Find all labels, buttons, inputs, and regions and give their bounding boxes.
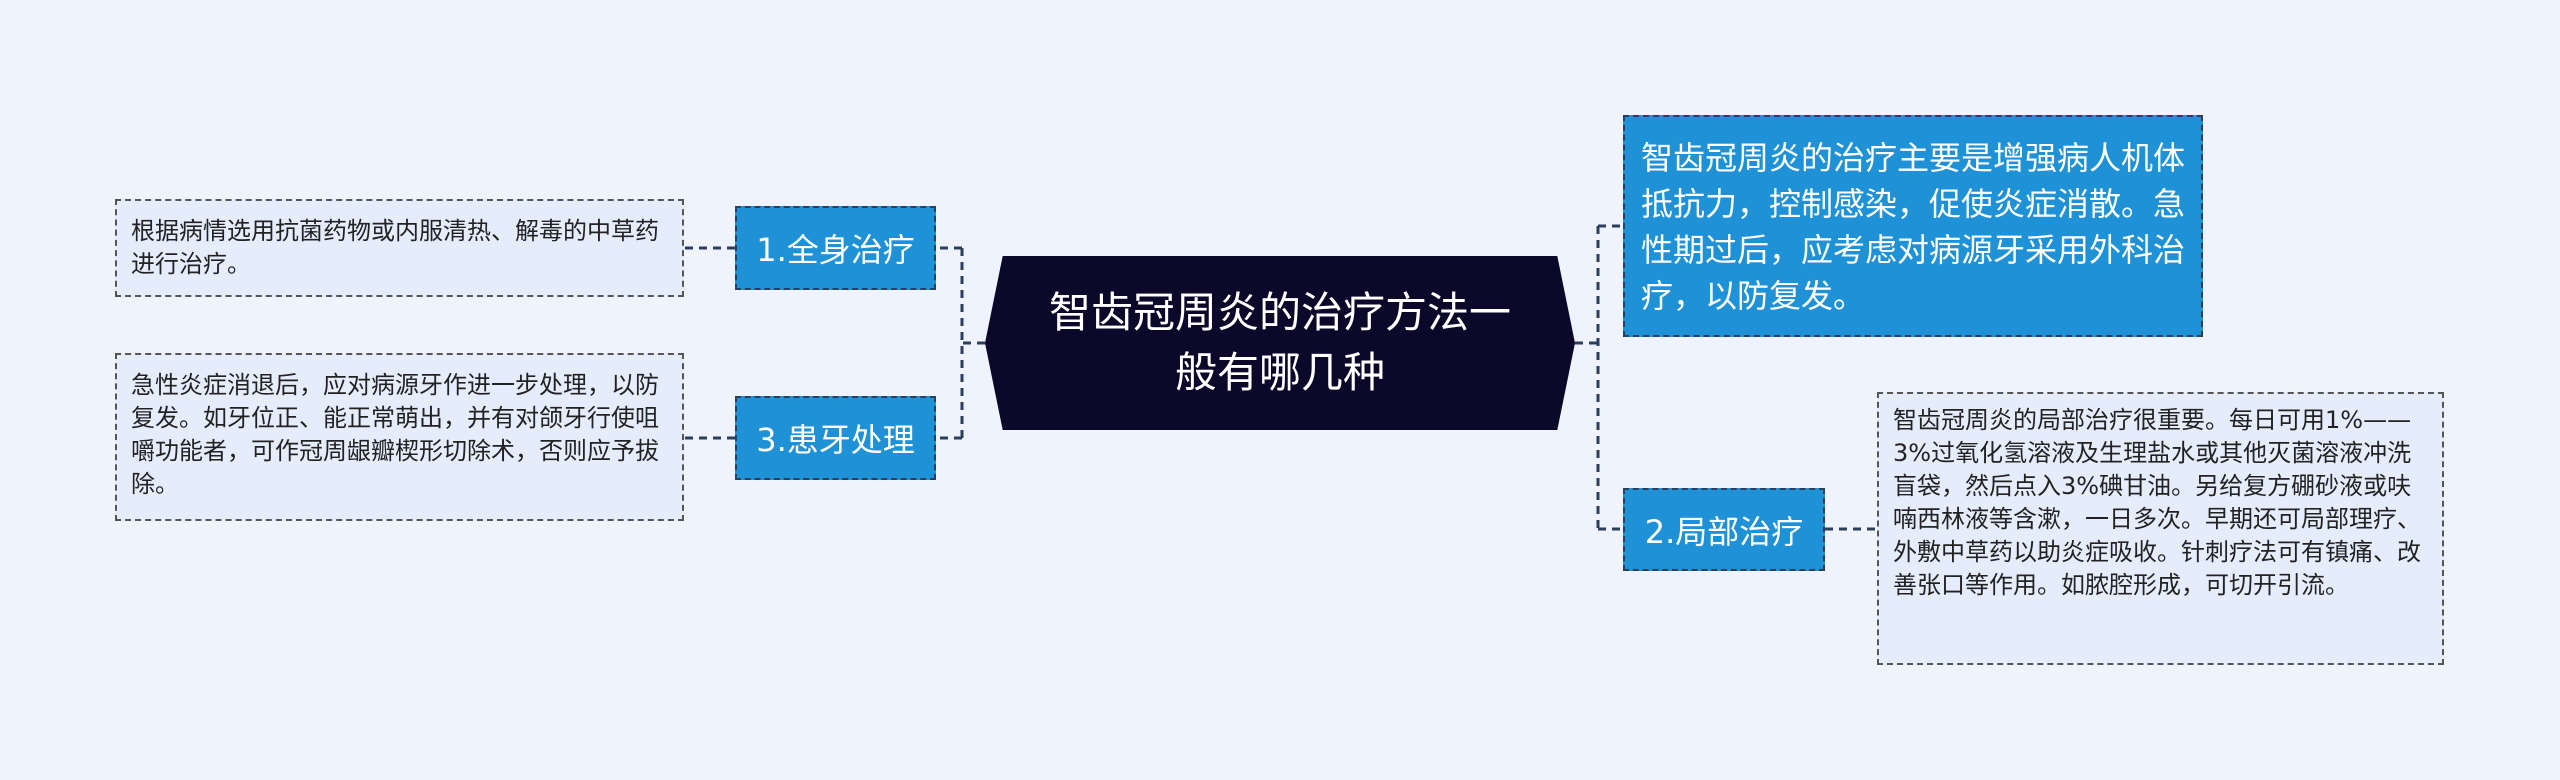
branch-affected-tooth[interactable]: 3.患牙处理 [735,396,936,480]
branch-local-treatment[interactable]: 2.局部治疗 [1623,488,1825,571]
central-topic-label: 智齿冠周炎的治疗方法一般有哪几种 [1048,288,1511,397]
summary-text: 智齿冠周炎的治疗主要是增强病人机体抵抗力，控制感染，促使炎症消散。急性期过后，应… [1641,139,2186,315]
leaf-systemic-treatment[interactable]: 根据病情选用抗菌药物或内服清热、解毒的中草药进行治疗。 [115,199,684,297]
connector-left-trunk [936,246,985,440]
leaf-affected-tooth[interactable]: 急性炎症消退后，应对病源牙作进一步处理，以防复发。如牙位正、能正常萌出，并有对颌… [115,353,684,521]
central-topic[interactable]: 智齿冠周炎的治疗方法一般有哪几种 [985,256,1575,430]
leaf-text: 根据病情选用抗菌药物或内服清热、解毒的中草药进行治疗。 [131,217,659,278]
connector-right-trunk [1575,224,1623,531]
branch-label: 2.局部治疗 [1644,512,1804,551]
summary-node[interactable]: 智齿冠周炎的治疗主要是增强病人机体抵抗力，控制感染，促使炎症消散。急性期过后，应… [1623,115,2203,337]
branch-systemic-treatment[interactable]: 1.全身治疗 [735,206,936,290]
leaf-local-treatment[interactable]: 智齿冠周炎的局部治疗很重要。每日可用1%——3%过氧化氢溶液及生理盐水或其他灭菌… [1877,392,2444,665]
leaf-text: 智齿冠周炎的局部治疗很重要。每日可用1%——3%过氧化氢溶液及生理盐水或其他灭菌… [1893,406,2421,599]
branch-label: 1.全身治疗 [756,231,915,269]
branch-label: 3.患牙处理 [756,421,915,459]
leaf-text: 急性炎症消退后，应对病源牙作进一步处理，以防复发。如牙位正、能正常萌出，并有对颌… [131,371,659,498]
